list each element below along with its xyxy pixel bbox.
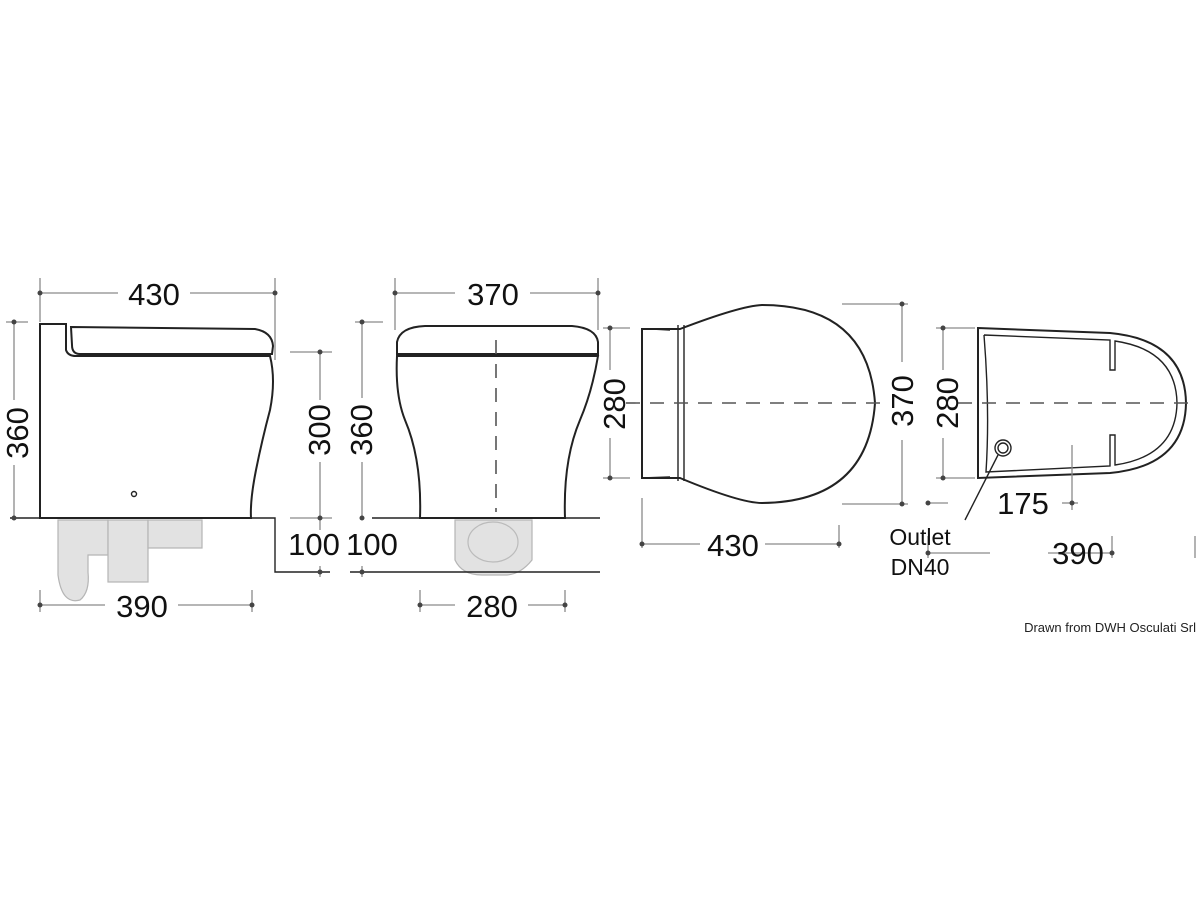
- front-height-total-label: 360: [344, 404, 379, 456]
- base-depth-label: 390: [1052, 536, 1104, 571]
- front-view: 370 360 100 280: [344, 277, 601, 624]
- side-width-top-label: 430: [128, 277, 180, 312]
- front-lid: [396, 325, 599, 355]
- base-outlet-offset-label: 175: [997, 486, 1049, 521]
- drawing-credit: Drawn from DWH Osculati Srl: [1024, 620, 1196, 635]
- top-view: 280 430 370: [597, 301, 920, 563]
- front-width-top-label: 370: [467, 277, 519, 312]
- side-body: [39, 323, 274, 519]
- front-base-height-label: 100: [346, 527, 398, 562]
- side-base-pump: [57, 519, 203, 602]
- side-height-total-label: 360: [0, 407, 35, 459]
- side-view: 430 360 300 100 390: [0, 277, 340, 624]
- front-base-flange: [454, 519, 533, 576]
- outlet-label-line2: DN40: [891, 554, 950, 580]
- outlet-leader-line: [964, 454, 999, 521]
- outlet-label-line1: Outlet: [889, 524, 951, 550]
- top-width-rear-label: 280: [597, 378, 632, 430]
- top-depth-label: 430: [707, 528, 759, 563]
- front-width-base-label: 280: [466, 589, 518, 624]
- top-lid: [641, 303, 877, 505]
- base-width-rear-label: 280: [930, 377, 965, 429]
- side-lid: [69, 325, 275, 355]
- side-height-seat-label: 300: [302, 404, 337, 456]
- side-base-height-label: 100: [288, 527, 340, 562]
- side-width-base-label: 390: [116, 589, 168, 624]
- base-view: 280 175 390 Outlet DN40: [889, 325, 1198, 580]
- top-width-seat-label: 370: [885, 375, 920, 427]
- front-body: [395, 355, 600, 519]
